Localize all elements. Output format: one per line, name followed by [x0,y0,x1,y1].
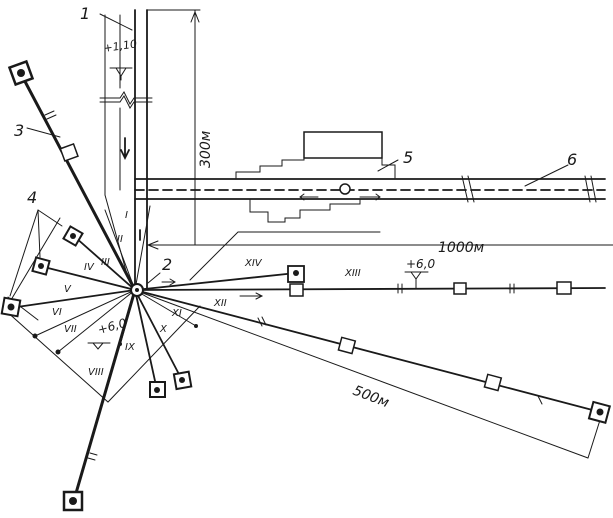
inline-fittings [44,110,572,461]
line-label-7: VII [64,324,77,335]
dimension-diagonal: 500м [351,383,392,411]
horizontal-main [134,175,606,203]
radial-lines [9,70,606,502]
callout-1: 1 [80,4,90,23]
dimension-lines [139,9,613,459]
line-label-6: VI [52,307,62,318]
line-label-14: XIV [244,258,263,269]
callout-4: 4 [27,188,37,207]
line-label-8: VIII [88,367,104,378]
level-marker-top [109,67,133,81]
line-label-3: III [101,257,110,268]
dimension-horizontal: 1000м [438,240,485,256]
line-label-2: II [117,234,123,245]
callout-5: 5 [403,148,413,167]
line-label-10: X [159,324,168,335]
line-label-4: IV [84,262,95,273]
line-label-13: XIII [344,268,361,279]
central-node [130,283,144,297]
line-label-1: I [125,210,128,221]
callout-2: 2 [162,255,172,274]
leader-lines [9,13,569,297]
elevation-right: +6,0 [406,257,436,271]
callout-6: 6 [567,150,577,169]
level-marker-right [404,271,429,289]
line-label-5: V [64,284,72,295]
building-outline [189,131,396,281]
vertical-pipe [99,9,153,289]
line-label-9: IX [125,342,136,353]
terminal-nodes [0,59,612,512]
callout-3: 3 [14,121,24,140]
dimension-vertical: 300м [198,130,214,168]
line-label-12: XII [213,298,227,309]
elevation-top: +1,10 [103,37,138,55]
line-label-11: XI [171,308,182,319]
level-marker-center [87,342,111,350]
